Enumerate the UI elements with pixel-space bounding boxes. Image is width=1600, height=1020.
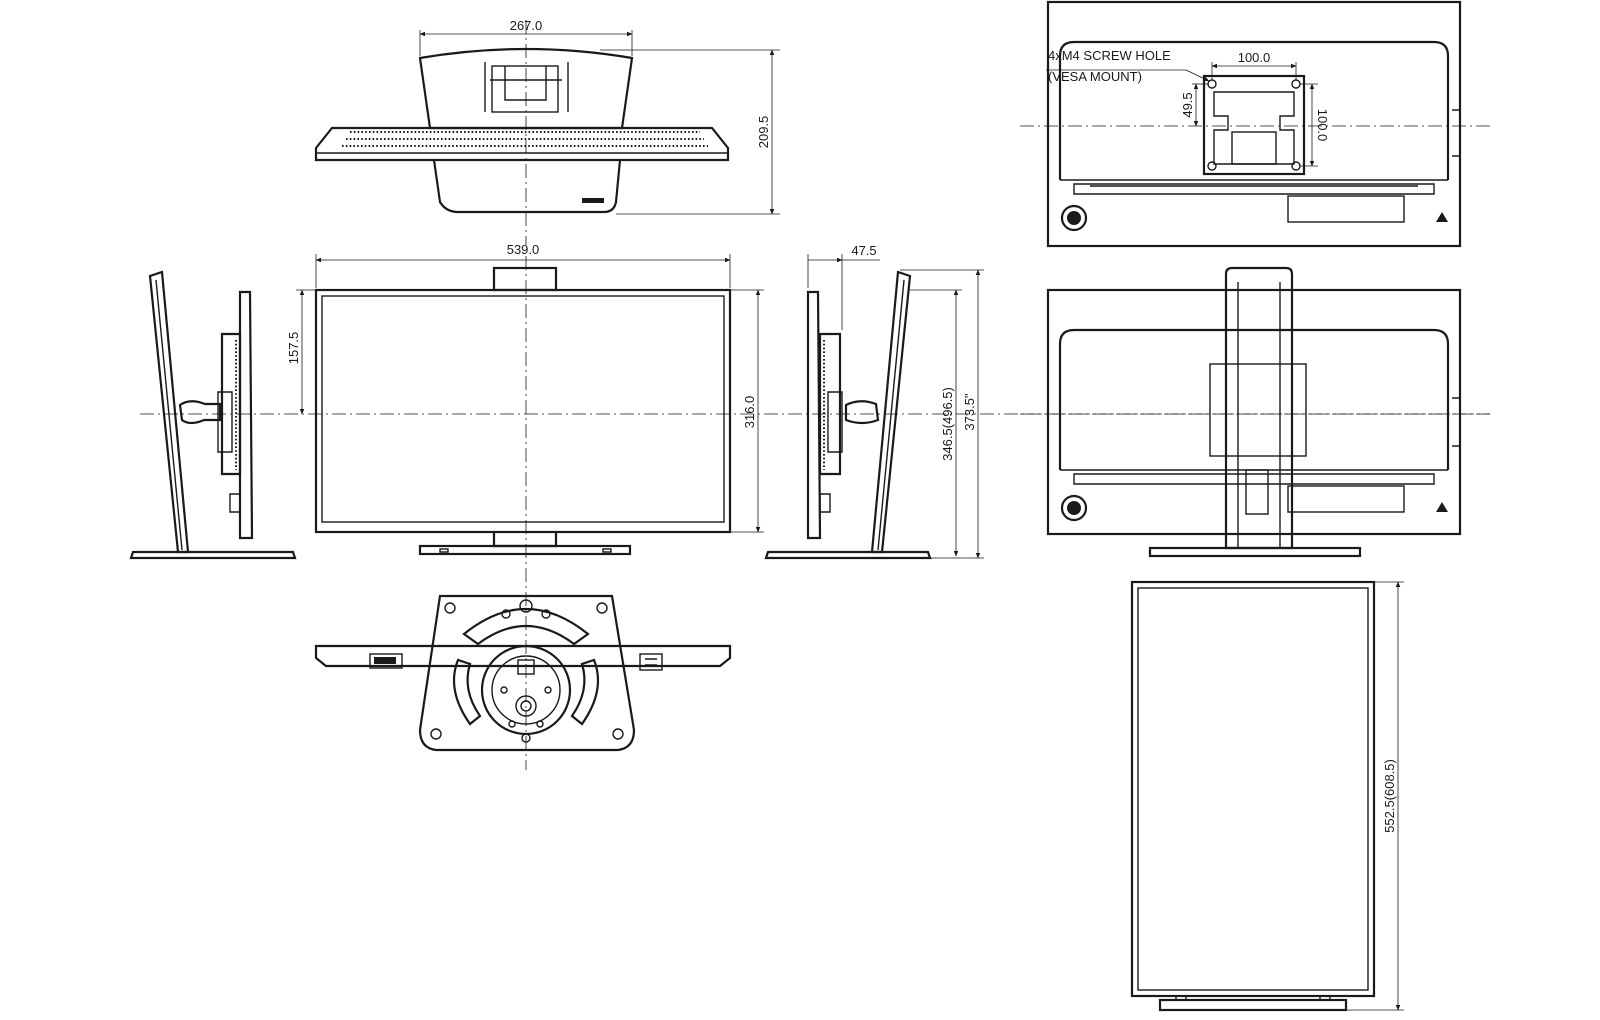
vesa-screw-hole-bl (1207, 161, 1217, 171)
pivot-screen (1137, 587, 1369, 991)
front-base (418, 544, 632, 556)
dim-539: 539.0 (315, 242, 731, 288)
front-panel-outer (314, 288, 732, 534)
vesa-plate (1202, 74, 1306, 176)
top-view: 267.0 209.5 (314, 18, 780, 245)
dim-346: 346.5(496.5) (908, 289, 962, 557)
dim-47: 47.5 (807, 243, 880, 330)
dim-label-vesa-100-v: 100.0 (1315, 109, 1330, 142)
pivot-base (1158, 998, 1348, 1012)
dim-552: 552.5(608.5) (1346, 581, 1404, 1011)
dim-209: 209.5 (600, 49, 780, 215)
screw-hole-label: 4xM4 SCREW HOLE (1048, 48, 1171, 63)
dim-49: 49.5 (1180, 83, 1208, 127)
dim-label-373: 373.5" (962, 393, 977, 431)
top-view-base (432, 159, 622, 214)
front-stand-top (492, 266, 558, 292)
dim-label-209: 209.5 (756, 116, 771, 149)
back-view-stand (1020, 266, 1494, 558)
dim-label-316: 316.0 (742, 396, 757, 429)
vesa-screw-hole-tl (1207, 79, 1217, 89)
dim-373: 373.5" (900, 269, 984, 559)
pivot-panel-outer (1130, 580, 1376, 998)
bottom-view-turntable-ring (462, 608, 590, 646)
bottom-view-panel (314, 644, 732, 668)
dim-267: 267.0 (419, 18, 633, 56)
dim-label-539: 539.0 (507, 242, 540, 257)
left-side-view (129, 270, 297, 560)
back-view-vesa: 4xM4 SCREW HOLE (VESA MOUNT) 100.0 49.5 … (1020, 0, 1494, 248)
dim-vesa-100-h: 100.0 (1211, 50, 1297, 80)
left-side-base (129, 550, 297, 560)
back-stand-neck (1224, 266, 1294, 550)
dim-316: 316.0 (730, 289, 764, 533)
front-screen (321, 295, 725, 523)
dim-label-346: 346.5(496.5) (940, 387, 955, 461)
front-stand-neck (492, 532, 558, 548)
back-view-frame (1046, 0, 1462, 248)
front-view: 539.0 157.5 316.0 (140, 242, 1490, 770)
dim-label-47: 47.5 (851, 243, 876, 258)
dim-label-49: 49.5 (1180, 92, 1195, 117)
vesa-mount-label: (VESA MOUNT) (1048, 69, 1142, 84)
back-view-power-button (1060, 204, 1088, 232)
bottom-view (314, 594, 732, 752)
bottom-view-base (418, 594, 636, 752)
dim-label-267: 267.0 (510, 18, 543, 33)
right-side-view: 47.5 346.5(496.5) 373.5" (764, 243, 984, 560)
vesa-screw-hole-tr (1291, 79, 1301, 89)
back-stand-frame (1046, 288, 1462, 536)
vesa-screw-hole-br (1291, 161, 1301, 171)
dim-label-552: 552.5(608.5) (1382, 759, 1397, 833)
back-stand-base (1148, 546, 1362, 558)
top-view-panel (314, 126, 730, 162)
top-view-stand-plate (418, 47, 634, 130)
pivot-view: 552.5(608.5) (1130, 580, 1404, 1012)
dim-vesa-100-v: 100.0 (1300, 83, 1330, 167)
dim-label-vesa-100-h: 100.0 (1238, 50, 1271, 65)
dim-label-157: 157.5 (286, 332, 301, 365)
right-side-base (764, 550, 932, 560)
dim-157: 157.5 (286, 289, 316, 415)
